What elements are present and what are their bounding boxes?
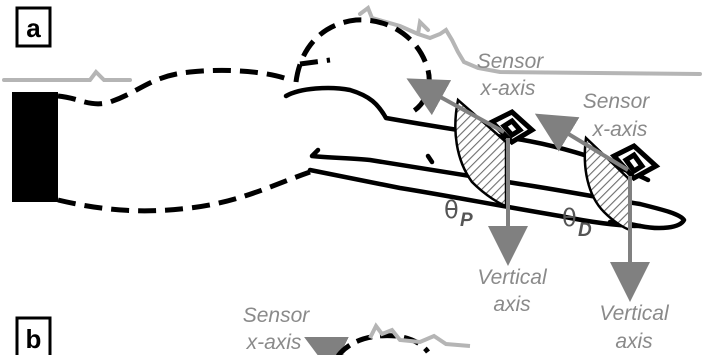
panel-b-hand-outline — [336, 333, 430, 355]
panel-b-sensor-label-2: x-axis — [246, 331, 302, 354]
vertical-label-distal-2: axis — [615, 330, 653, 353]
sensor-label-proximal-1: Sensor — [477, 50, 545, 73]
vertical-label-proximal-2: axis — [493, 293, 531, 316]
theta-d-subscript: D — [578, 220, 592, 241]
theta-p-label: θ P — [444, 196, 473, 231]
sensor-x-axis-arrow-distal — [534, 113, 630, 172]
theta-d-region — [583, 135, 632, 232]
vertical-label-proximal-1: Vertical — [477, 266, 548, 289]
wrist-block — [12, 92, 58, 202]
theta-d-symbol: θ — [562, 204, 577, 232]
panel-b-surface — [368, 322, 471, 348]
sensor-proximal — [487, 109, 537, 146]
panel-b-sensor-arrow — [304, 337, 349, 355]
sensor-label-proximal-2: x-axis — [480, 77, 536, 100]
panel-b-label: b — [15, 316, 52, 355]
panel-a-label: a — [15, 6, 52, 48]
theta-d-label: θ D — [562, 204, 592, 241]
theta-p-subscript: P — [460, 210, 473, 231]
theta-p-region — [454, 97, 508, 208]
sensor-label-distal-1: Sensor — [583, 90, 651, 113]
panel-b-sensor-label-1: Sensor — [243, 304, 311, 327]
theta-p-symbol: θ — [444, 196, 459, 224]
sensor-label-distal-2: x-axis — [592, 118, 648, 141]
sensor-distal — [609, 142, 661, 182]
panel-a-text: a — [26, 13, 41, 43]
sensor-x-axis-arrow-proximal — [406, 78, 505, 134]
vertical-label-distal-1: Vertical — [599, 302, 670, 325]
panel-b-text: b — [26, 324, 42, 354]
